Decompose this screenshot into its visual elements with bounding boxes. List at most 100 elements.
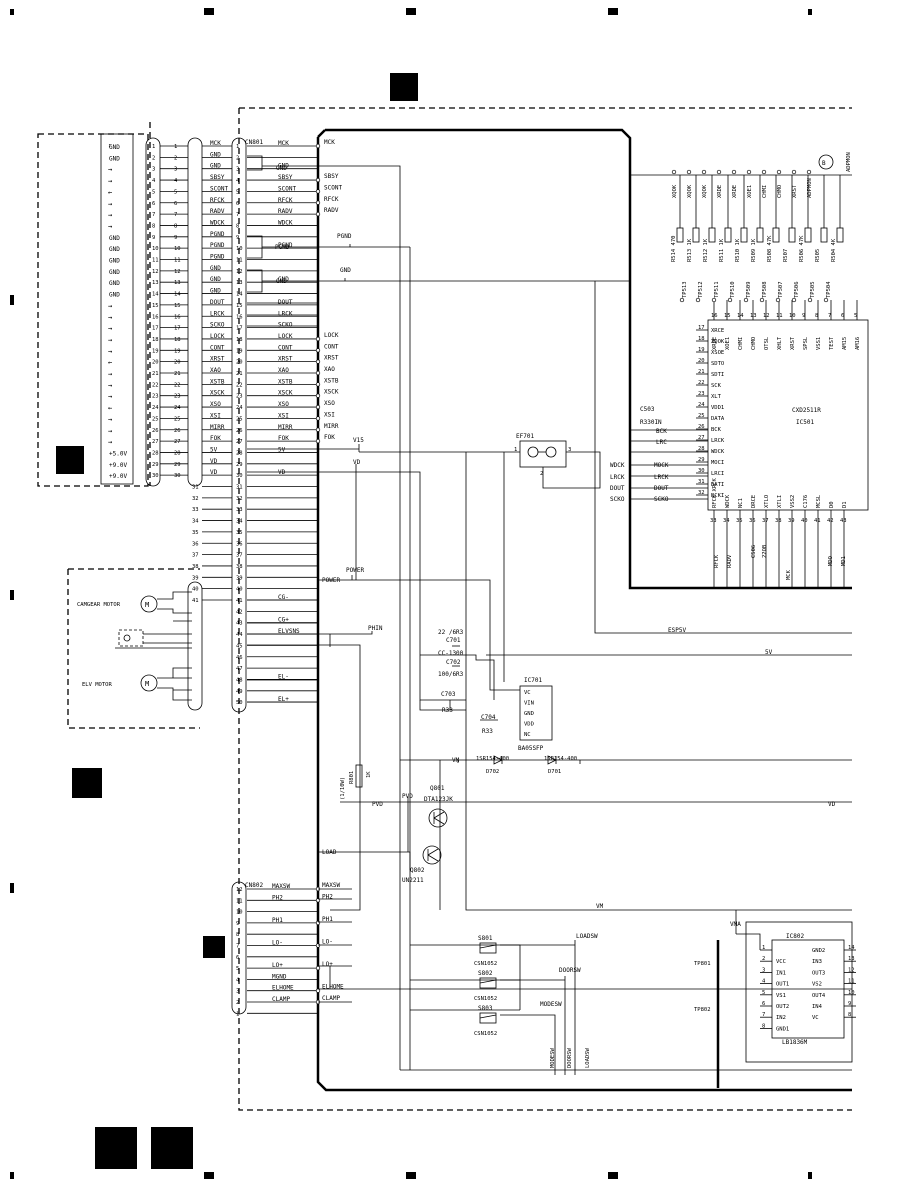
- cn801-signal: CG-: [278, 594, 289, 601]
- svg-text:POWER: POWER: [322, 577, 340, 584]
- cn801-signal: SCONT: [278, 185, 296, 192]
- bridge-pin-num: 11: [174, 258, 181, 264]
- cn801-body: [231, 137, 247, 713]
- bridge-pin-num: 16: [174, 314, 181, 320]
- svg-text:CXD2511R: CXD2511R: [792, 407, 821, 414]
- top-signal-label: XRST: [792, 184, 798, 198]
- ic802-pin-name: IN1: [776, 970, 786, 976]
- bridge-pin-num: 24: [152, 405, 159, 411]
- cn801-pin-num: 16: [236, 314, 243, 320]
- signal-direction: →: [108, 211, 112, 219]
- cn801-tag: RFCK: [324, 196, 339, 203]
- switch-label: S801: [478, 935, 493, 942]
- bridge-label: WDCK: [210, 219, 225, 226]
- ic501-pin-name: WDCK: [725, 494, 731, 508]
- bridge-pin-num: 2: [152, 155, 155, 161]
- ic501-pin-name: XRDE: [712, 337, 718, 350]
- ic701-pin-name: VDD: [524, 722, 534, 728]
- cn801-tag: SCONT: [324, 184, 342, 191]
- ic501-pin-num: 14: [737, 313, 744, 319]
- ic501-pin-num: 25: [698, 413, 705, 419]
- cn801-pin-num: 32: [236, 496, 243, 502]
- cn801-pin-num: 39: [236, 575, 243, 581]
- cn801-tag: XSI: [324, 411, 335, 418]
- svg-text:ELV MOTOR: ELV MOTOR: [82, 682, 112, 688]
- cn802-tag: CLAMP: [322, 995, 340, 1002]
- ic501-pin-num: 29: [698, 457, 705, 463]
- motor-board-boundary: [67, 568, 200, 729]
- test-point-label: TP504: [826, 281, 832, 298]
- cn801-pin-num: 30: [236, 473, 243, 479]
- top-signal-label: XOE1: [747, 185, 753, 198]
- bridge-pin-num: 22: [174, 382, 181, 388]
- ic501-pin-num: 18: [698, 336, 705, 342]
- bridge-pin-num: 6: [152, 201, 155, 207]
- test-point-label: TP513: [682, 281, 688, 298]
- svg-text:LRCK: LRCK: [654, 474, 669, 481]
- svg-text:1: 1: [514, 447, 517, 453]
- cn801-signal: GND: [278, 276, 289, 283]
- ic501-pin-name: MOCI: [711, 460, 724, 466]
- ic501-pin-name: LRCI: [711, 471, 724, 477]
- bridge-label: XSTB: [210, 378, 225, 385]
- cn801-signal: XSI: [278, 412, 289, 419]
- c503-c506: C503 R330IN C506 22OB: [640, 406, 768, 558]
- ic501-pin-num: 8: [815, 313, 818, 319]
- cn801-pin-num: 21: [236, 371, 243, 377]
- bridge-pin-num: 13: [152, 280, 159, 286]
- bridge-pin-num: 24: [174, 405, 181, 411]
- bridge-label: PGND: [210, 242, 225, 249]
- svg-text:PVD: PVD: [372, 801, 383, 808]
- bridge-pin-num: 12: [174, 269, 181, 275]
- c703-c704: C703 R33 C704 R33: [441, 691, 498, 735]
- svg-text:DOUT: DOUT: [610, 485, 625, 492]
- cn801-signal: RFCK: [278, 197, 293, 204]
- svg-text:R801: R801: [349, 771, 355, 784]
- cn802-tag: PH2: [322, 893, 333, 900]
- ic802-pin-num: 6: [762, 1001, 765, 1007]
- cn801-pin-num: 29: [236, 462, 243, 468]
- motor-pin-num: 39: [192, 575, 199, 581]
- bridge-label: RFCK: [210, 197, 225, 204]
- svg-text:C506: C506: [751, 545, 757, 558]
- ic802-pin-name: OUT3: [812, 970, 825, 976]
- ic701-pin-name: NC: [524, 732, 531, 738]
- svg-text:100/6R3: 100/6R3: [438, 671, 464, 678]
- bridge-pin-num: 27: [152, 439, 159, 445]
- ic501-pin-num: 5: [854, 313, 857, 319]
- cn801-pin-num: 17: [236, 326, 243, 332]
- cn802-pin-num: 3: [236, 989, 239, 995]
- bridge-pin-num: 30: [174, 473, 181, 479]
- cn801-signal: DOUT: [278, 299, 293, 306]
- signal-direction: →: [108, 427, 112, 435]
- bridge-pin-num: 28: [174, 450, 181, 456]
- ic802-pin-name: OUT4: [812, 993, 826, 999]
- svg-text:R33: R33: [482, 728, 493, 735]
- bridge-pin-num: 6: [174, 201, 177, 207]
- cn801-pin-num: 4: [236, 178, 240, 184]
- ic501-pin-num: 42: [827, 518, 834, 524]
- svg-text:VD: VD: [353, 459, 361, 466]
- svg-text:Q801: Q801: [430, 785, 445, 792]
- bridge-label: XSCK: [210, 390, 225, 397]
- svg-text:IC501: IC501: [796, 419, 814, 426]
- cn801-pin-num: 10: [236, 246, 243, 252]
- cn802-pin-num: 6: [236, 955, 239, 961]
- signal-direction: GND: [109, 258, 120, 265]
- cn801-pin-num: 3: [236, 167, 239, 173]
- svg-text:DOUT: DOUT: [654, 485, 669, 492]
- svg-text:VD: VD: [828, 801, 836, 808]
- test-point-label: TP508: [762, 281, 768, 298]
- ic501-pin-num: 17: [698, 325, 705, 331]
- bridge-pin-num: 17: [152, 326, 159, 332]
- block-marker: [390, 73, 418, 101]
- bridge-label: VD: [210, 469, 218, 476]
- ic501-pin-name: XTLI: [777, 495, 783, 508]
- cn801-signal: RADV: [278, 208, 293, 215]
- signal-direction: GND: [109, 269, 120, 276]
- svg-text:CAMGEAR MOTOR: CAMGEAR MOTOR: [77, 602, 121, 608]
- signal-direction: GND: [109, 292, 120, 299]
- cn801-signal: XSCK: [278, 390, 293, 397]
